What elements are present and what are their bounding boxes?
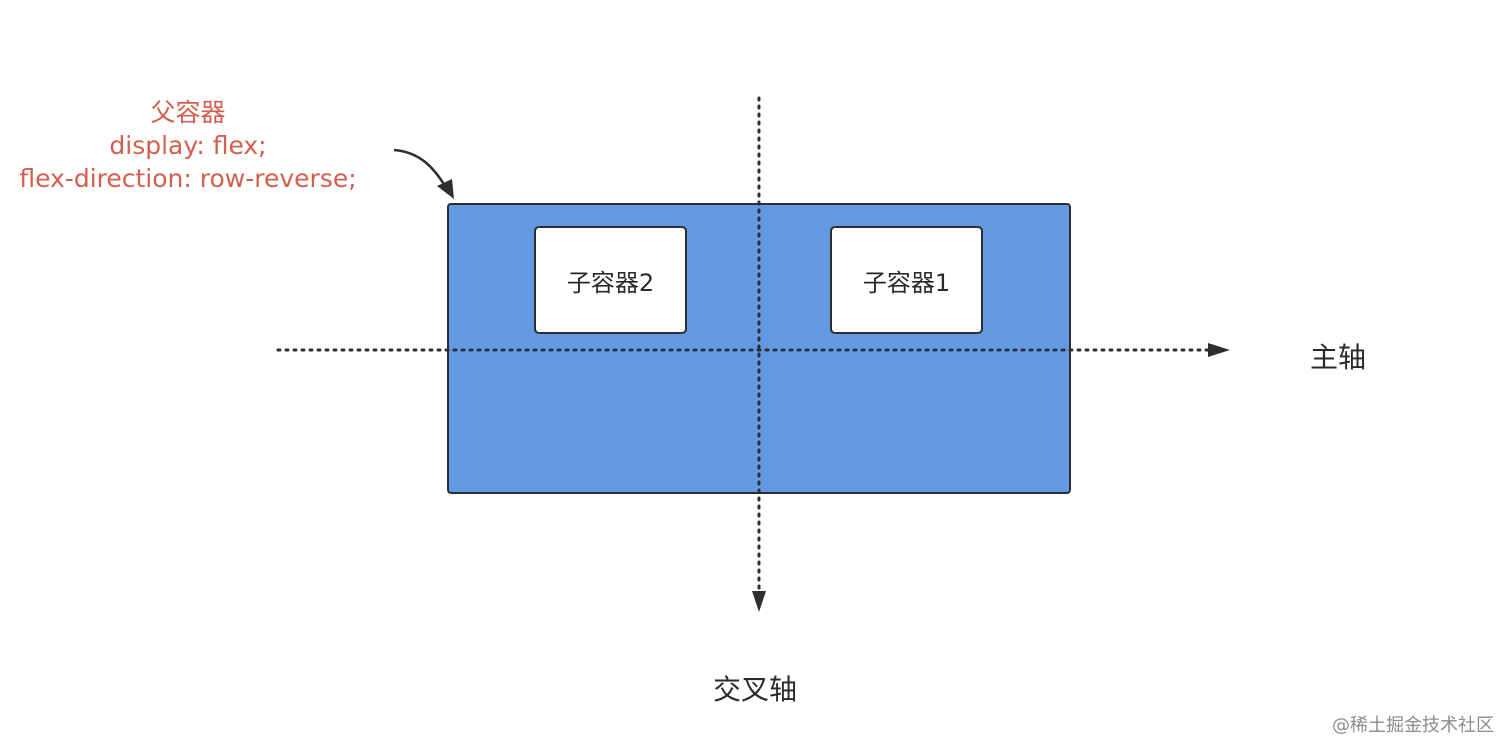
child-container-1: 子容器1 (830, 226, 983, 334)
child-container-1-label: 子容器1 (862, 268, 951, 297)
child-container-2-label: 子容器2 (566, 268, 655, 297)
child-container-2: 子容器2 (534, 226, 687, 334)
cross-axis-arrowhead-icon (752, 591, 766, 612)
watermark: @稀土掘金技术社区 (1332, 715, 1494, 736)
main-axis-arrowhead-icon (1208, 343, 1230, 357)
cross-axis-label: 交叉轴 (713, 673, 798, 706)
annotation-pointer-arrowhead-icon (437, 179, 454, 199)
parent-container-annotation: 父容器 display: flex; flex-direction: row-r… (0, 96, 376, 195)
annotation-pointer-arrow (393, 148, 447, 187)
annotation-title: 父容器 (150, 98, 226, 127)
annotation-direction-rule: flex-direction: row-reverse; (19, 164, 357, 193)
annotation-display-rule: display: flex; (109, 131, 267, 160)
main-axis-label: 主轴 (1310, 341, 1367, 374)
